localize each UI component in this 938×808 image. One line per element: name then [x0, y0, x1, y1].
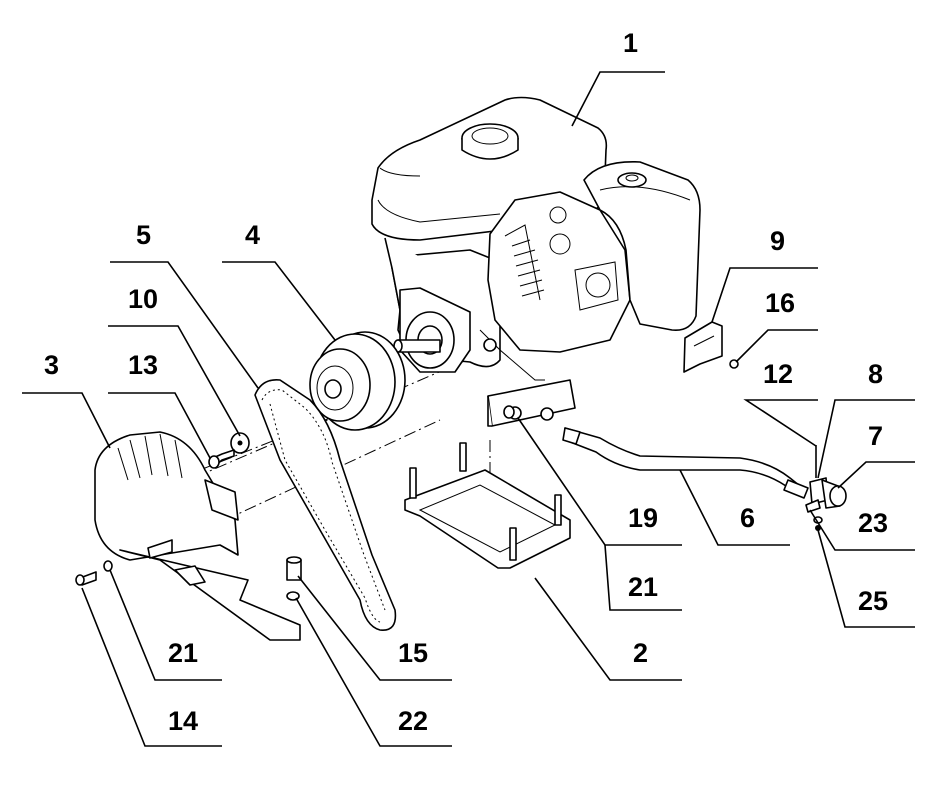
callout-25: 25: [858, 586, 888, 616]
callout-6: 6: [740, 503, 755, 533]
washer-10: [230, 432, 250, 454]
callout-5: 5: [136, 220, 151, 250]
callout-21-left: 21: [168, 638, 198, 668]
screw-14: [75, 571, 97, 586]
callout-22: 22: [398, 706, 428, 736]
fitting-19: [503, 405, 515, 419]
belt-guard: [94, 431, 301, 641]
engine: [371, 96, 701, 427]
callout-9: 9: [770, 226, 785, 256]
bolt-13: [208, 449, 235, 469]
callout-14: 14: [168, 706, 198, 736]
callout-2: 2: [633, 638, 648, 668]
callout-13: 13: [128, 350, 158, 380]
drive-belt: [254, 378, 397, 631]
callout-1: 1: [623, 28, 638, 58]
fitting-group: [805, 445, 847, 531]
callout-8: 8: [868, 359, 883, 389]
callout-21-right: 21: [628, 572, 658, 602]
callout-16: 16: [765, 288, 795, 318]
bracket-9: [683, 321, 723, 373]
callout-3: 3: [44, 350, 59, 380]
callout-10: 10: [128, 284, 158, 314]
leader-lines: [22, 71, 915, 747]
callout-23: 23: [858, 508, 888, 538]
callout-4: 4: [245, 220, 260, 250]
pulley: [309, 331, 406, 431]
callout-12: 12: [763, 359, 793, 389]
hose: [562, 427, 809, 499]
callout-15: 15: [398, 638, 428, 668]
callout-7: 7: [868, 421, 883, 451]
socket-cap-screw-15: [286, 556, 302, 581]
callout-19: 19: [628, 503, 658, 533]
base-plate: [404, 442, 571, 569]
washer-21-left: [103, 560, 113, 572]
callout-labels: 1 5 4 10 3 13 9 16 12 8 7 23 25 6 19 21 …: [44, 28, 888, 736]
